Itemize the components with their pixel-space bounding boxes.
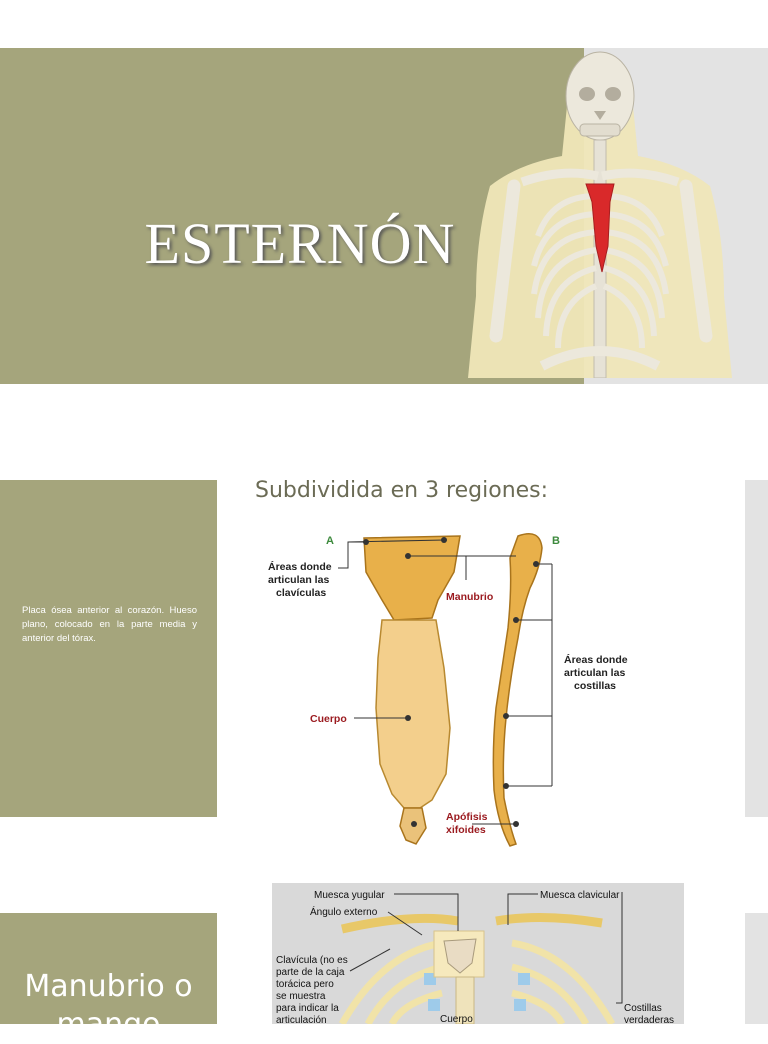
cuerpo-label: Cuerpo [310, 713, 347, 725]
diagram-label-a: A [326, 535, 334, 547]
rib-areas-line1: Áreas donde [564, 653, 628, 666]
sternum-lateral-shape [492, 533, 543, 847]
slide-title: ESTERNÓN [144, 211, 456, 276]
costillas-line1: Costillas [624, 1003, 662, 1014]
clavicula-line5: para indicar la [276, 1003, 339, 1014]
section-heading: Subdividida en 3 regiones: [255, 478, 549, 503]
manubrio-title-line2: mango [56, 1007, 161, 1042]
description-text: Placa ósea anterior al corazón. Hueso pl… [22, 605, 197, 644]
rib-areas-line2: articulan las [564, 667, 625, 679]
clavicula-line1: Clavícula (no es [276, 955, 348, 966]
muesca-clavicular-label: Muesca clavicular [540, 890, 620, 901]
side-panel-lower [745, 913, 768, 1024]
xifoides-line1: Apófisis [446, 811, 488, 823]
sternum-diagram: A B Áreas donde articulan las clavículas… [268, 533, 628, 847]
cuerpo-label-lower: Cuerpo [440, 1014, 473, 1024]
ribcage-diagram: Muesca yugular Ángulo externo Muesca cla… [272, 883, 684, 1024]
angulo-externo-label: Ángulo externo [310, 905, 378, 918]
costillas-line2: verdaderas [624, 1015, 674, 1024]
muesca-yugular-label: Muesca yugular [314, 890, 385, 901]
side-panel [745, 480, 768, 817]
manubrio-title-line1: Manubrio o [24, 969, 193, 1004]
clavicula-line6: articulación [276, 1015, 327, 1024]
description-panel [0, 480, 217, 817]
manubrio-panel [0, 913, 217, 1024]
xifoides-line2: xifoides [446, 824, 486, 836]
clavicle-areas-line3: clavículas [276, 587, 326, 599]
manubrio-title: Manubrio o mango [0, 968, 217, 1044]
clavicle-areas-line2: articulan las [268, 574, 329, 586]
clavicula-line3: torácica pero [276, 979, 334, 990]
diagram-label-b: B [552, 535, 560, 547]
clavicle-areas-line1: Áreas donde [268, 560, 332, 573]
manubrium-shape [363, 535, 461, 621]
clavicula-line2: parte de la caja [276, 967, 345, 978]
manubrio-label: Manubrio [446, 591, 493, 603]
sternum-body-shape [375, 619, 451, 809]
sternum-highlight [585, 183, 615, 273]
skeleton-illustration [468, 51, 732, 378]
rib-areas-line3: costillas [574, 680, 616, 692]
clavicula-line4: se muestra [276, 991, 326, 1002]
